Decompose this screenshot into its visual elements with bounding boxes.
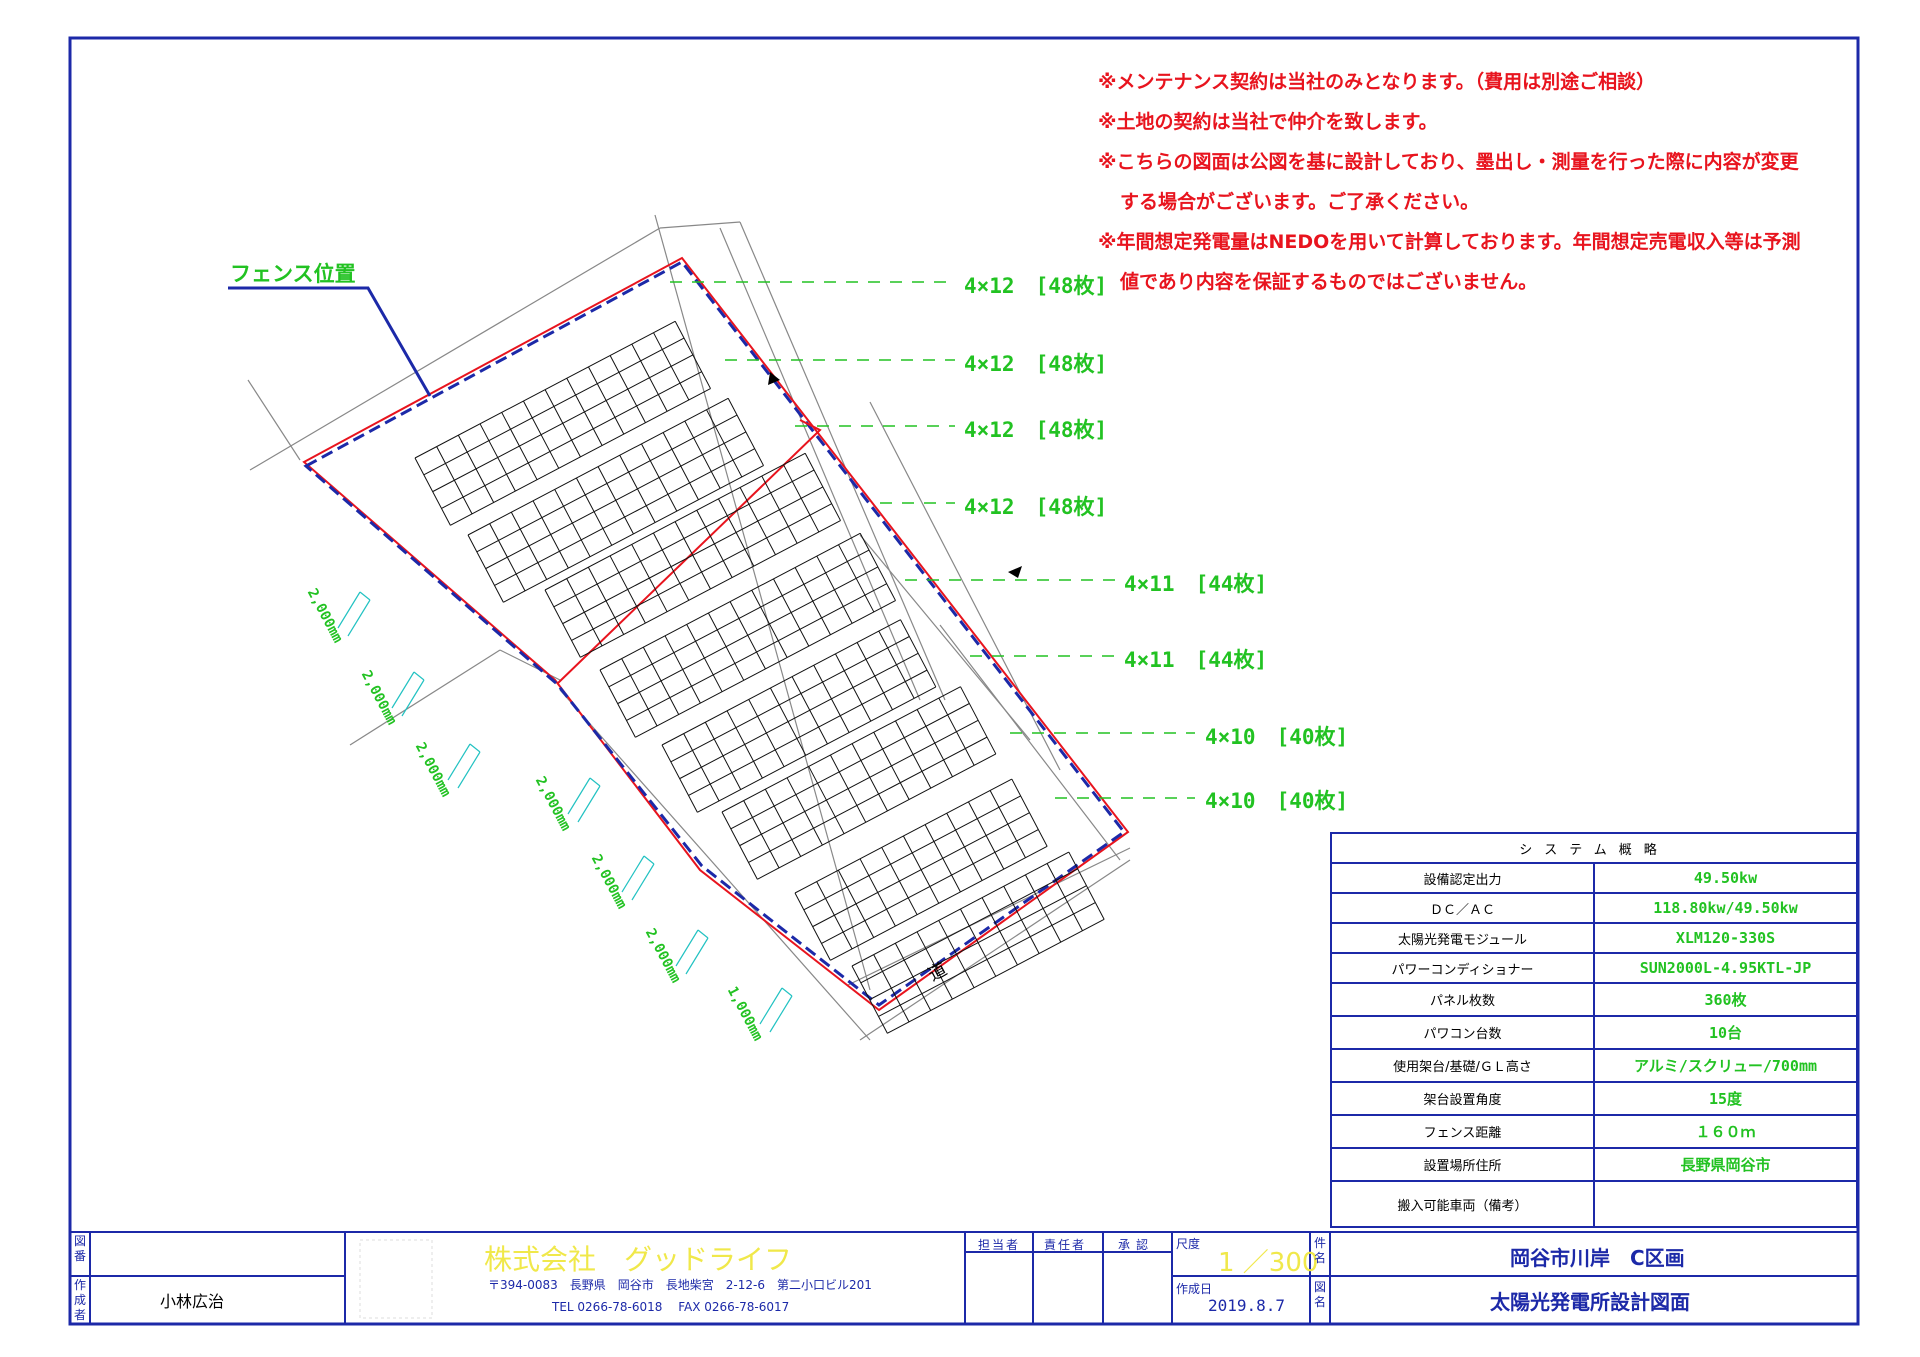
panel-arrays [414, 320, 1105, 1034]
row-label: 4×12 [48枚] [964, 495, 1108, 519]
author-label: 作成者 [73, 1278, 86, 1322]
system-value: 49.50kw [1593, 862, 1858, 895]
zuban-label: 図番 [73, 1234, 86, 1263]
date-value: 2019.8.7 [1208, 1296, 1286, 1315]
notes-block: ※メンテナンス契約は当社のみとなります。（費用は別途ご相談） ※土地の契約は当社… [1098, 62, 1898, 302]
kenmei-label: 件名 [1313, 1236, 1326, 1265]
panel-array [414, 320, 711, 526]
row-label: 4×11 [44枚] [1124, 572, 1268, 596]
distance-marker [759, 987, 793, 1033]
distance-marker [567, 777, 601, 823]
row-label: 4×12 [48枚] [964, 418, 1108, 442]
system-value: SUN2000L-4.95KTL-JP [1593, 952, 1858, 985]
note-3: ※こちらの図面は公図を基に設計しており、墨出し・測量を行った際に内容が変更 [1098, 151, 1799, 173]
fence-leader [228, 286, 432, 397]
system-key: 設置場所住所 [1330, 1147, 1595, 1182]
system-key: フェンス距離 [1330, 1114, 1595, 1149]
row-label: 4×10 [40枚] [1205, 725, 1349, 749]
panel-array [544, 452, 841, 658]
distance-marker [447, 743, 481, 789]
system-key: 太陽光発電モジュール [1330, 922, 1595, 955]
system-value: １６０ｍ [1593, 1114, 1858, 1149]
system-value: 長野県岡谷市 [1593, 1147, 1858, 1182]
author-name: 小林広治 [160, 1292, 225, 1311]
row-label: 4×10 [40枚] [1205, 789, 1349, 813]
project-name: 岡谷市川岸 C区画 [1510, 1246, 1685, 1270]
fence-label: フェンス位置 [230, 262, 356, 286]
system-key: パワーコンディショナー [1330, 952, 1595, 985]
arrow-marker [768, 372, 780, 385]
company-logo-placeholder [359, 1239, 433, 1319]
leader-lines [670, 281, 1195, 799]
system-key: パネル枚数 [1330, 982, 1595, 1018]
distance-marker [621, 855, 655, 901]
fence-line [303, 260, 1127, 1007]
row-label: 4×12 [48枚] [964, 274, 1108, 298]
panel-array [851, 851, 1105, 1034]
note-4-cont: 値であり内容を保証するものではございません。 [1120, 271, 1538, 293]
panel-array [661, 619, 937, 813]
company-address: 〒394-0083 長野県 岡谷市 長地柴宮 2-12-6 第二小口ビル201 [488, 1278, 872, 1292]
company-name: 株式会社 グッドライフ [484, 1243, 793, 1276]
system-key: 搬入可能車両（備考） [1330, 1180, 1595, 1228]
parcel-lines [247, 214, 1131, 1041]
property-boundary [302, 256, 1130, 1012]
system-value: 360枚 [1593, 982, 1858, 1018]
date-label: 作成日 [1176, 1282, 1213, 1296]
company-tel: TEL 0266-78-6018 FAX 0266-78-6017 [552, 1300, 790, 1314]
shounin-label: 承認 [1118, 1238, 1155, 1252]
note-2: ※土地の契約は当社で仲介を致します。 [1098, 111, 1438, 133]
note-1: ※メンテナンス契約は当社のみとなります。（費用は別途ご相談） [1098, 71, 1656, 93]
panel-array [467, 397, 764, 603]
arrow-marker [1008, 566, 1022, 578]
distance-marker [391, 671, 425, 717]
system-value: アルミ/スクリュー/700mm [1593, 1048, 1858, 1084]
system-key: 使用架台/基礎/ＧＬ高さ [1330, 1048, 1595, 1084]
sekinin-label: 責任者 [1044, 1238, 1087, 1252]
title-block-lines [70, 1231, 1858, 1324]
zumei-label: 図名 [1313, 1280, 1326, 1309]
system-key: パワコン台数 [1330, 1015, 1595, 1051]
system-key: 設備認定出力 [1330, 862, 1595, 895]
drawing-name: 太陽光発電所設計図面 [1490, 1290, 1690, 1314]
system-value: 118.80kw/49.50kw [1593, 892, 1858, 925]
scale-value: 1 ／300 [1218, 1248, 1319, 1278]
system-value: XLM120-330S [1593, 922, 1858, 955]
scale-label: 尺度 [1176, 1237, 1201, 1251]
internal-boundary [556, 419, 822, 685]
panel-array [721, 686, 997, 880]
note-3-cont: する場合がございます。ご了承ください。 [1120, 191, 1480, 213]
distance-marker [337, 591, 371, 637]
system-value [1593, 1180, 1858, 1228]
distance-markers [337, 591, 793, 1033]
system-header: システム概略 [1330, 831, 1858, 865]
panel-array [794, 778, 1048, 961]
system-key: 架台設置角度 [1330, 1081, 1595, 1117]
note-4: ※年間想定発電量はNEDOを用いて計算しております。年間想定売電収入等は予測 [1098, 231, 1801, 253]
system-key: ＤＣ／ＡＣ [1330, 892, 1595, 925]
tantou-label: 担当者 [978, 1238, 1021, 1252]
distance-marker [675, 929, 709, 975]
row-label: 4×12 [48枚] [964, 352, 1108, 376]
panel-array [599, 532, 896, 738]
system-value: 10台 [1593, 1015, 1858, 1051]
row-label: 4×11 [44枚] [1124, 648, 1268, 672]
system-value: 15度 [1593, 1081, 1858, 1117]
